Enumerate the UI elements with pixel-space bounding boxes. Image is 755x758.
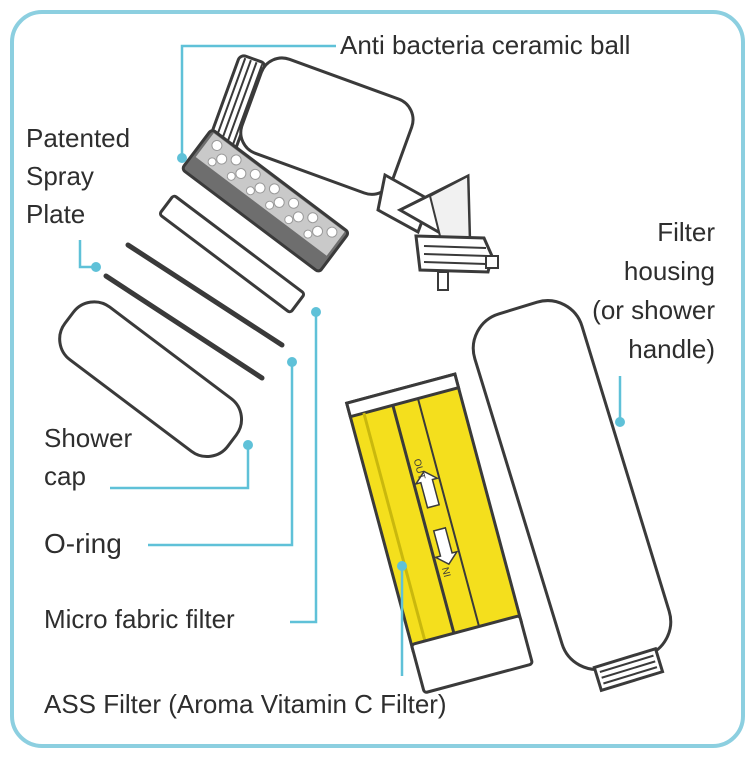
filter-housing (471, 299, 673, 693)
o-ring-bar (125, 242, 285, 348)
label-ass-filter: ASS Filter (Aroma Vitamin C Filter) (44, 689, 447, 719)
leader-shower-cap (110, 445, 250, 490)
dot-housing (615, 417, 625, 427)
label-spray-plate-2: Spray (26, 161, 94, 191)
leader-spray-plate (78, 240, 96, 269)
arrow-in-text: IN (441, 566, 454, 579)
dot-ceramic (177, 153, 187, 163)
leader-micro-fabric (290, 312, 318, 624)
dot-spray-plate (91, 262, 101, 272)
ceramic-ball-filter (181, 129, 350, 273)
label-spray-plate-3: Plate (26, 199, 86, 229)
spray-plate-bar (103, 273, 265, 381)
label-o-ring: O-ring (44, 528, 122, 559)
shower-cap (58, 300, 244, 459)
label-spray-plate-1: Patented (26, 123, 131, 153)
dot-o-ring (287, 357, 297, 367)
dot-shower-cap (243, 440, 253, 450)
arrow-out-text: OUT (411, 458, 427, 481)
dot-ass (397, 561, 407, 571)
micro-fabric-filter (158, 194, 306, 314)
label-housing-2: housing (623, 256, 715, 286)
label-micro-fabric: Micro fabric filter (44, 604, 235, 634)
label-ceramic-ball: Anti bacteria ceramic ball (340, 30, 631, 60)
dot-micro-fabric (311, 307, 321, 317)
leader-ceramic (180, 44, 336, 158)
ass-filter-cartridge: OUT IN (344, 372, 534, 694)
label-housing-3: (or shower (592, 295, 715, 325)
shower-head-part (202, 54, 499, 291)
label-shower-cap-1: Shower (44, 423, 133, 453)
frame-border (10, 10, 745, 748)
label-housing-1: Filter (657, 217, 715, 247)
leader-o-ring (148, 362, 294, 547)
label-housing-4: handle) (628, 334, 715, 364)
label-shower-cap-2: cap (44, 461, 86, 491)
